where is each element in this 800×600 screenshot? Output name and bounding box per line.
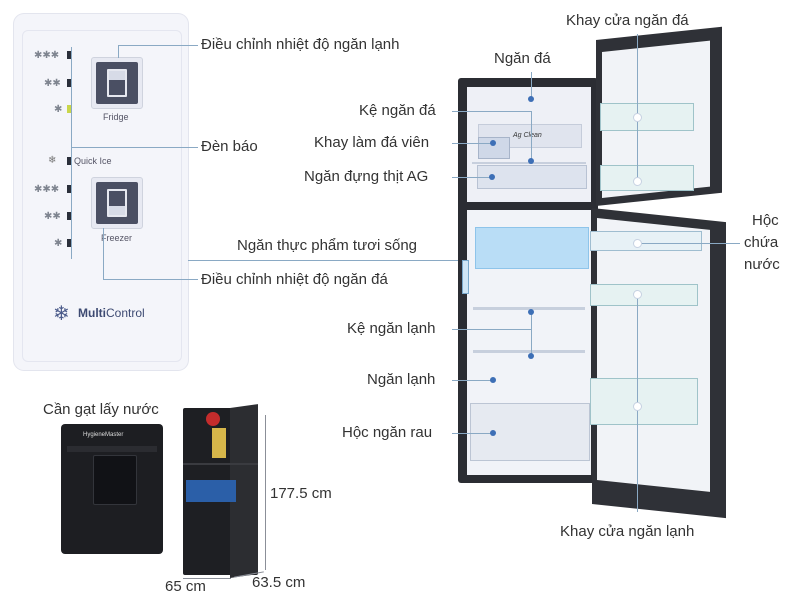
leader-vegetable-drawer [452,433,492,434]
leader-freezer-shelf-h [452,111,531,112]
dot-ag-meat [489,174,495,180]
snowflake-icon: ❄ [53,303,70,325]
label-water-box-3: nước [744,256,780,273]
leader-indicator-v [71,47,72,259]
hygiene-master-text: HygieneMaster [83,432,124,438]
leader-freezer-shelf-v [531,111,532,160]
dot-fridge-door-tray-1 [633,290,642,299]
width-dimension-line [183,578,231,579]
freezer-level-3-led [67,185,71,193]
depth-dimension: 63.5 cm [252,574,306,591]
leader-ice-tray [452,143,492,144]
dot-fridge-door-tray-2 [633,402,642,411]
label-water-box-2: chứa [744,234,779,251]
side-indicator [462,260,469,294]
fridge-level-3-led [67,51,71,59]
quick-ice-led [67,157,71,165]
label-ag-meat: Ngăn đựng thịt AG [304,168,429,185]
freezer-level-2-stars: ✱✱ [44,211,61,222]
sticker-label [212,428,226,458]
ag-clean-text: Ag Clean [513,132,542,139]
label-freezer-compartment: Ngăn đá [494,50,551,67]
energy-sticker [186,480,236,502]
dot-fridge-compartment [490,377,496,383]
quick-ice-label: Quick Ice [74,156,112,166]
fridge-adjust-button[interactable] [91,57,143,109]
label-freezer-door-tray: Khay cửa ngăn đá [566,12,689,29]
dot-freezer-door-tray-2 [633,177,642,186]
fridge-shelf-1-visual [473,307,585,310]
leader-panel-to-fridge [188,260,470,261]
leader-freezer-door-tray [637,34,638,182]
label-ice-tray: Khay làm đá viên [314,134,430,151]
ice-tray-visual [478,137,510,159]
water-box-visual [590,231,702,251]
label-freezer-temp-control: Điều chỉnh nhiệt độ ngăn đá [201,271,388,288]
freezer-level-2-led [67,212,71,220]
leader-water-box [637,243,740,244]
leader-fridge-temp-v [118,45,119,58]
snowflake-small-icon: ❄ [48,155,57,166]
multicontrol-logo: MultiControl [78,306,145,320]
fridge-door-tray-1-visual [590,284,698,306]
fridge-level-3-stars: ✱✱✱ [34,50,60,61]
sticker-badge [206,412,220,426]
leader-ag-meat [452,177,490,178]
dot-freezer-compartment [528,96,534,102]
fridge-level-2-led [67,79,71,87]
leader-fridge-temp-h [118,45,198,46]
dot-vegetable-drawer [490,430,496,436]
freezer-level-1-stars: ✱ [54,238,63,249]
label-fridge-door-tray: Khay cửa ngăn lạnh [560,523,695,540]
freezer-level-3-stars: ✱✱✱ [34,184,60,195]
label-vegetable-drawer: Hộc ngăn rau [342,424,433,441]
fridge-product-split [183,463,258,465]
ag-meat-drawer-visual [477,165,587,189]
leader-freezer-compartment [531,72,532,98]
leader-fridge-shelf-h [452,329,531,330]
height-dimension-line [265,415,266,570]
fridge-shelf-2-visual [473,350,585,353]
fridge-door-tray-2-visual [590,378,698,425]
leader-fridge-shelf-v [531,312,532,356]
control-panel-frame [22,30,182,362]
fresh-zone-drawer-visual [475,227,589,269]
label-freezer-shelf: Kệ ngăn đá [359,102,436,119]
label-fridge-temp-control: Điều chỉnh nhiệt độ ngăn lạnh [201,36,400,53]
freezer-door-tray-2-visual [600,165,694,191]
freezer-button-label: Freezer [101,233,133,243]
leader-indicator-h [71,147,198,148]
label-fridge-shelf: Kệ ngăn lạnh [347,320,436,337]
leader-freezer-temp-h [103,279,198,280]
fridge-door-inner [597,218,710,492]
dot-freezer-door-tray-1 [633,113,642,122]
dot-fridge-shelf-1 [528,309,534,315]
freezer-icon [107,189,127,217]
fridge-level-1-led [67,105,71,113]
leader-fridge-compartment [452,380,492,381]
dot-freezer-shelf [528,158,534,164]
fridge-level-2-stars: ✱✱ [44,78,61,89]
vegetable-drawer-visual [470,403,590,461]
label-fridge-compartment: Ngăn lạnh [367,371,436,388]
dot-water-box [633,239,642,248]
label-indicator-light: Đèn báo [201,138,258,155]
water-lever-paddle[interactable] [93,455,137,505]
fridge-icon [107,69,127,97]
dot-ice-tray [490,140,496,146]
freezer-adjust-button[interactable] [91,177,143,229]
label-water-box-1: Hộc [752,212,779,229]
width-dimension: 65 cm [165,578,206,595]
dot-fridge-shelf-2 [528,353,534,359]
fridge-button-label: Fridge [103,112,129,122]
dispenser-top-bar [67,446,157,452]
fridge-level-1-stars: ✱ [54,104,63,115]
height-dimension: 177.5 cm [270,485,332,502]
label-water-lever: Cần gạt lấy nước [43,401,159,418]
freezer-door-tray-1-visual [600,103,694,131]
freezer-level-1-led [67,239,71,247]
leader-freezer-temp-v [103,228,104,280]
label-fresh-food-compartment: Ngăn thực phẩm tươi sống [237,237,418,254]
